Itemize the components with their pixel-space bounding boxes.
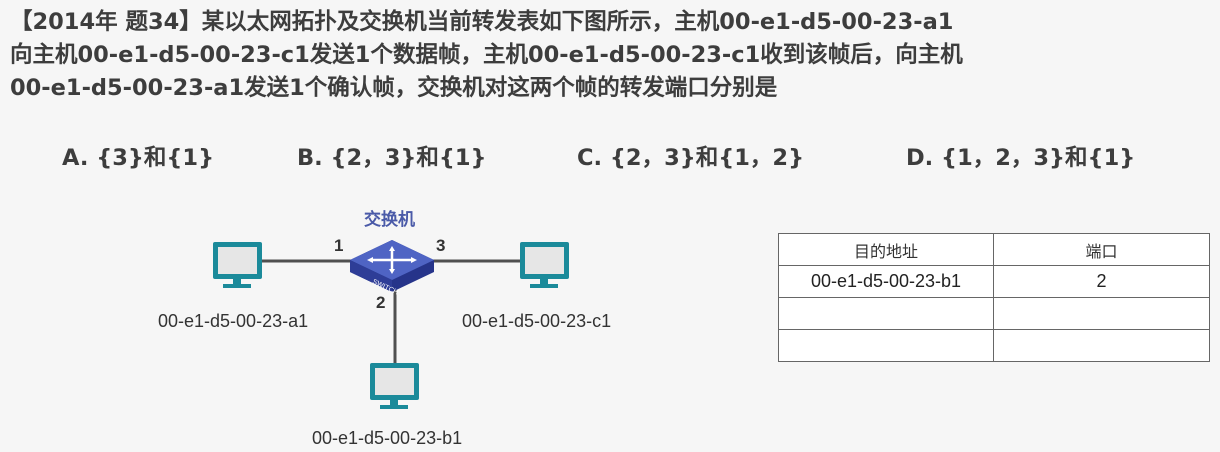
port-1-label: 1 [334, 236, 344, 255]
host-b1-monitor-icon [370, 363, 419, 409]
option-a[interactable]: A. {3}和{1} [62, 145, 215, 171]
cell-address [778, 329, 994, 362]
topology-svg: SWITCH [213, 240, 569, 409]
option-d[interactable]: D. {1，2，3}和{1} [906, 145, 1136, 171]
host-b1-label: 00-e1-d5-00-23-b1 [312, 428, 463, 448]
host-a1-label: 00-e1-d5-00-23-a1 [158, 311, 309, 331]
cell-port [993, 297, 1210, 330]
question-line-3: 00-e1-d5-00-23-a1发送1个确认帧，交换机对这两个帧的转发端口分别… [10, 75, 778, 101]
table-row [778, 329, 1210, 362]
forwarding-table: 目的地址 端口 00-e1-d5-00-23-b1 2 [778, 233, 1210, 362]
header-destination: 目的地址 [778, 233, 994, 266]
table-header-row: 目的地址 端口 [778, 233, 1210, 266]
host-c1-monitor-icon [520, 242, 569, 288]
cell-port [993, 329, 1210, 362]
network-diagram: SWITCH 交换机 1 3 2 00-e1-d5-00-23-a1 00-e1… [0, 190, 720, 452]
table-row: 00-e1-d5-00-23-b1 2 [778, 265, 1210, 298]
table-row [778, 297, 1210, 330]
host-a1-monitor-icon [213, 242, 262, 288]
header-port: 端口 [993, 233, 1210, 266]
option-b[interactable]: B. {2，3}和{1} [297, 145, 487, 171]
question-text: 【2014年 题34】某以太网拓扑及交换机当前转发表如下图所示，主机00-e1-… [10, 6, 1210, 105]
host-c1-label: 00-e1-d5-00-23-c1 [462, 311, 612, 331]
question-line-1: 【2014年 题34】某以太网拓扑及交换机当前转发表如下图所示，主机00-e1-… [10, 9, 954, 35]
option-c[interactable]: C. {2，3}和{1，2} [577, 145, 805, 171]
port-3-label: 3 [436, 236, 446, 255]
switch-label: 交换机 [364, 210, 415, 229]
question-line-2: 向主机00-e1-d5-00-23-c1发送1个数据帧，主机00-e1-d5-0… [10, 42, 963, 68]
cell-port: 2 [993, 265, 1210, 298]
answer-options: A. {3}和{1} B. {2，3}和{1} C. {2，3}和{1，2} D… [0, 140, 1220, 171]
cell-address [778, 297, 994, 330]
cell-address: 00-e1-d5-00-23-b1 [778, 265, 994, 298]
switch-icon: SWITCH [350, 240, 434, 296]
port-2-label: 2 [376, 293, 386, 312]
